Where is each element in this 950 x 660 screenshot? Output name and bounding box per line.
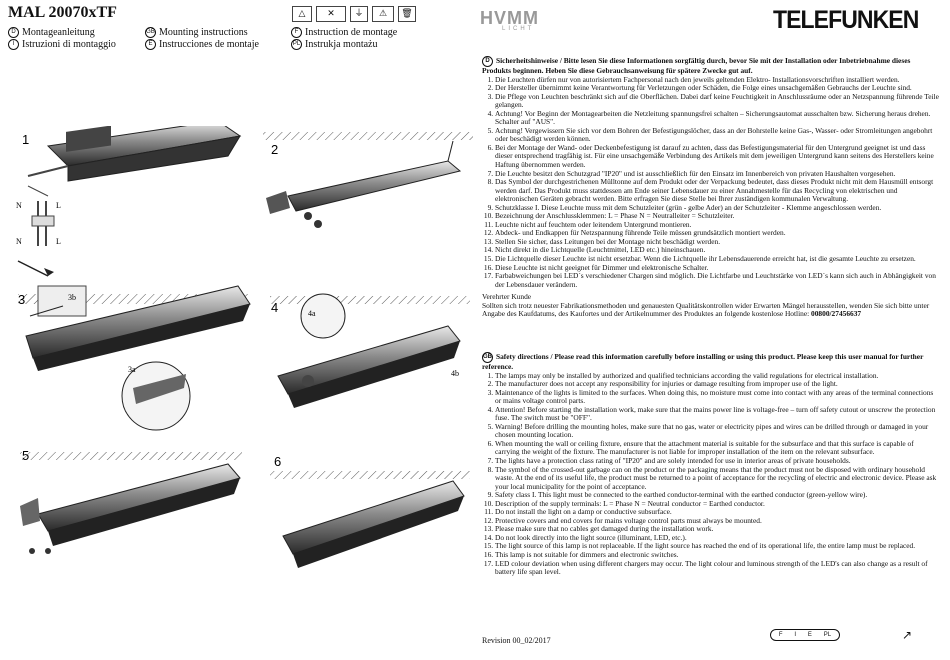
step-3a-label: 3a bbox=[128, 365, 136, 374]
safety-de-item: Bezeichnung der Anschlussklemmen: L = Ph… bbox=[495, 212, 940, 221]
step-4-illustration bbox=[270, 293, 470, 408]
safety-de-item: Die Lichtquelle dieser Leuchte ist nicht… bbox=[495, 254, 940, 264]
step-2-illustration bbox=[263, 132, 473, 228]
recycling-bin-icon: 🗑 bbox=[398, 6, 416, 22]
step-4b-label: 4b bbox=[451, 369, 459, 378]
safety-de-item: Der Hersteller übernimmt keine Verantwor… bbox=[495, 84, 940, 93]
safety-gb-item: When mounting the wall or ceiling fixtur… bbox=[495, 439, 940, 457]
step-3b-label: 3b bbox=[68, 293, 76, 302]
revision-label: Revision 00_02/2017 bbox=[482, 636, 551, 645]
footer-lang-e: E bbox=[807, 632, 812, 638]
safety-de-item: Stellen Sie sicher, dass Leitungen bei d… bbox=[495, 237, 940, 247]
safety-gb-item: The symbol of the crossed-out garbage ca… bbox=[495, 465, 940, 492]
wire-label-n2: N bbox=[16, 237, 22, 246]
hvmm-logo: HVMM LICHT bbox=[480, 8, 539, 32]
safety-gb-item: This lamp is not suitable for dimmers an… bbox=[495, 550, 940, 560]
safety-gb-item: The lamps may only be installed by autho… bbox=[495, 371, 940, 381]
step-3-illustration bbox=[18, 285, 251, 431]
class-1-icon: ⏚ bbox=[350, 6, 368, 22]
safety-gb-item: Description of the supply terminals: L =… bbox=[495, 499, 940, 509]
telefunken-logo: TELEFUNKEN bbox=[773, 6, 919, 34]
step-6-illustration bbox=[270, 471, 470, 568]
step-5-illustration bbox=[20, 452, 242, 554]
safety-de-item: Die Pflege von Leuchten beschränkt sich … bbox=[495, 92, 940, 110]
footer-lang-pl: PL bbox=[823, 632, 832, 638]
footer-lang-f: F bbox=[778, 632, 783, 638]
safety-list-de: Die Leuchten dürfen nur von autorisierte… bbox=[482, 75, 940, 290]
document-title: MAL 20070xTF bbox=[8, 4, 117, 21]
safety-list-gb: The lamps may only be installed by autho… bbox=[482, 371, 940, 577]
safety-de-item: Achtung! Vor Beginn der Montagearbeiten … bbox=[495, 109, 940, 127]
safety-de-item: Farbabweichungen bei LED´s verschiedener… bbox=[495, 271, 940, 289]
safety-de-item: Abdeck- und Endkappen für Netzspannung f… bbox=[495, 229, 940, 238]
safety-de-item: Bei der Montage der Wand- oder Deckenbef… bbox=[495, 143, 940, 170]
mounting-illustrations: 1 N L N L 2 3 3b 3a 4 4a 4b bbox=[16, 126, 473, 568]
wire-label-l1: L bbox=[56, 201, 61, 210]
safety-gb-item: Protective covers and end covers for mai… bbox=[495, 516, 940, 526]
safety-de-item: Das Symbol der durchgestrichenen Müllton… bbox=[495, 177, 940, 204]
safety-de-item: Die Leuchte besitzt den Schutzgrad "IP20… bbox=[495, 169, 940, 179]
footer-language-codes: F I E PL bbox=[770, 629, 840, 641]
no-fire-icon: ✕ bbox=[316, 6, 346, 22]
safety-heading-de: Sicherheitshinweise / Bitte lesen Sie di… bbox=[482, 56, 911, 75]
safety-de-item: Nicht direkt in die Lichtquelle (Leuchtm… bbox=[495, 246, 940, 255]
safety-gb-item: Safety class I. This light must be conne… bbox=[495, 491, 940, 500]
customer-heading-de: Verehrter Kunde bbox=[482, 292, 532, 302]
step-1-label: 1 bbox=[22, 132, 29, 147]
wire-label-n1: N bbox=[16, 201, 22, 210]
safety-gb-item: Maintenance of the lights is limited to … bbox=[495, 388, 940, 406]
safety-gb-item: Please make sure that no cables get dama… bbox=[495, 525, 940, 534]
arrow-next-icon: ↗ bbox=[902, 628, 913, 642]
step-2-label: 2 bbox=[271, 142, 278, 157]
step-4-label: 4 bbox=[271, 300, 278, 315]
safety-de-item: Leuchte nicht auf feuchtem oder leitende… bbox=[495, 220, 940, 230]
step-4a-label: 4a bbox=[308, 309, 316, 318]
safety-de-item: Achtung! Vergewissern Sie sich vor dem B… bbox=[495, 126, 940, 144]
safety-gb-item: Warning! Before drilling the mounting ho… bbox=[495, 422, 940, 440]
safety-de-item: Die Leuchten dürfen nur von autorisierte… bbox=[495, 75, 940, 85]
no-water-icon: △ bbox=[292, 6, 312, 22]
safety-gb-item: LED colour deviation when using differen… bbox=[495, 559, 940, 577]
safety-gb-item: The manufacturer does not accept any res… bbox=[495, 380, 940, 389]
step-1-illustration bbox=[17, 126, 242, 277]
safety-gb-item: Do not install the light on a damp or co… bbox=[495, 508, 940, 517]
safety-gb-item: The lights have a protection class ratin… bbox=[495, 456, 940, 466]
safety-de-item: Diese Leuchte ist nicht geeignet für Dim… bbox=[495, 263, 940, 273]
safety-gb-item: The light source of this lamp is not rep… bbox=[495, 542, 940, 551]
warning-icon: ⚠ bbox=[372, 6, 394, 22]
safety-gb-item: Do not look directly into the light sour… bbox=[495, 533, 940, 543]
safety-gb-item: Attention! Before starting the installat… bbox=[495, 405, 940, 423]
customer-text-de: Sollten sich trotz neuester Fabrikations… bbox=[482, 300, 930, 319]
step-3-label: 3 bbox=[18, 292, 25, 307]
wire-label-l2: L bbox=[56, 237, 61, 246]
safety-de-item: Schutzklasse I. Diese Leuchte muss mit d… bbox=[495, 203, 940, 213]
safety-heading-gb: Safety directions / Please read this inf… bbox=[482, 352, 924, 371]
footer-lang-i: I bbox=[794, 632, 797, 638]
step-6-label: 6 bbox=[274, 454, 281, 469]
step-5-label: 5 bbox=[22, 448, 29, 463]
hotline-number: 00800/27456637 bbox=[811, 309, 862, 319]
